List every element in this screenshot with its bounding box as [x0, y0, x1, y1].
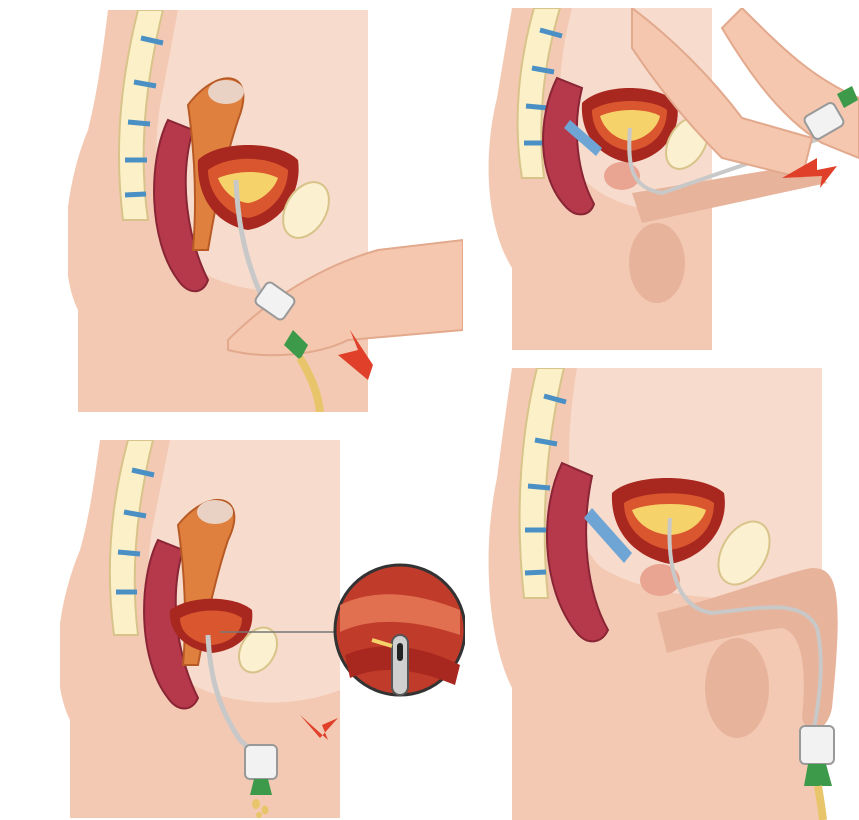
- male-draining-illustration: [482, 368, 859, 820]
- panel-male-draining: [482, 368, 859, 820]
- zoom-inset: [335, 565, 465, 695]
- panel-female-draining: [60, 440, 465, 818]
- male-insertion-illustration: [482, 8, 859, 350]
- catheter-connector: [800, 726, 834, 764]
- scrotum: [705, 638, 769, 738]
- catheter-connector: [245, 745, 277, 779]
- panel-male-insertion: [482, 8, 859, 350]
- urine-tube: [818, 786, 823, 820]
- female-draining-illustration: [60, 440, 465, 818]
- scrotum: [629, 223, 685, 303]
- ovary: [197, 500, 233, 524]
- zoom-catheter-eyelet: [397, 643, 403, 661]
- female-insertion-illustration: [68, 10, 463, 412]
- panel-female-insertion: [68, 10, 463, 412]
- ovary: [208, 80, 244, 104]
